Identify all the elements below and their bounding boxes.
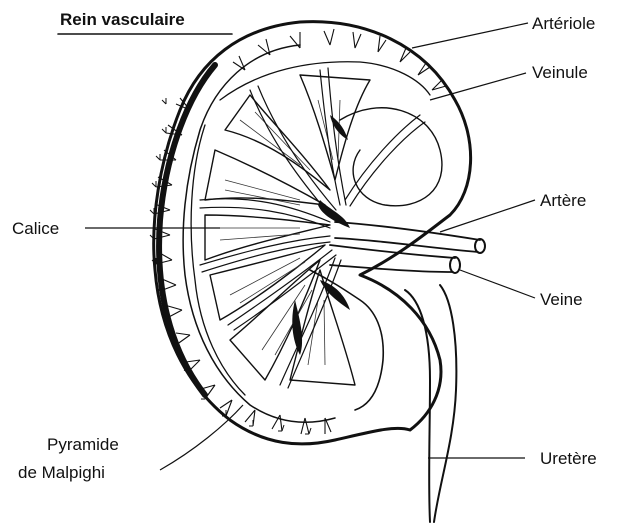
renal-pyramids: [205, 75, 370, 385]
label-artere: Artère: [540, 191, 586, 210]
label-arteriole: Artériole: [532, 14, 595, 33]
label-calice: Calice: [12, 219, 59, 238]
renal-vein: [330, 245, 455, 272]
label-pyramide-line2: de Malpighi: [18, 463, 105, 482]
pyramid-striations: [220, 100, 340, 365]
cortex-boundary: [183, 45, 335, 422]
label-pyramide-line1: Pyramide: [47, 435, 119, 454]
label-veinule: Veinule: [532, 63, 588, 82]
upper-pole-lobe: [340, 108, 442, 206]
renal-artery-end: [475, 239, 485, 253]
label-veine: Veine: [540, 290, 583, 309]
ureter: [405, 285, 456, 522]
renal-vein-end: [450, 257, 460, 273]
diagram-title: Rein vasculaire: [60, 10, 185, 29]
dark-masses: [292, 115, 350, 355]
renal-pelvis: [310, 270, 383, 410]
label-uretere: Uretère: [540, 449, 597, 468]
